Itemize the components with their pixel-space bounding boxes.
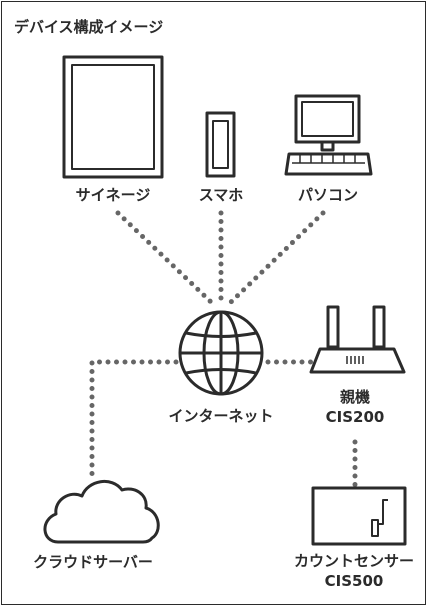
connector-pc-internet <box>227 210 326 306</box>
signage-icon <box>62 55 164 179</box>
router-model-label: CIS200 <box>325 408 385 426</box>
smartphone-icon <box>205 111 236 178</box>
router-icon <box>309 305 406 374</box>
globe-icon <box>178 310 264 396</box>
router-name-label: 親機 <box>339 388 370 406</box>
signage-label: サイネージ <box>75 186 151 204</box>
internet-label: インターネット <box>168 407 274 425</box>
sensor-model-label: CIS500 <box>324 572 384 590</box>
diagram-title: デバイス構成イメージ <box>14 18 164 36</box>
count-sensor-icon <box>311 486 407 546</box>
pc-label: パソコン <box>297 186 358 204</box>
connector-internet-cloud <box>89 359 179 481</box>
pc-icon <box>284 94 373 176</box>
smartphone-label: スマホ <box>198 186 244 204</box>
cloud-label: クラウドサーバー <box>33 553 153 571</box>
cloud-icon <box>43 480 160 544</box>
connector-signage-internet <box>115 210 215 306</box>
sensor-name-label: カウントセンサー <box>293 552 414 570</box>
